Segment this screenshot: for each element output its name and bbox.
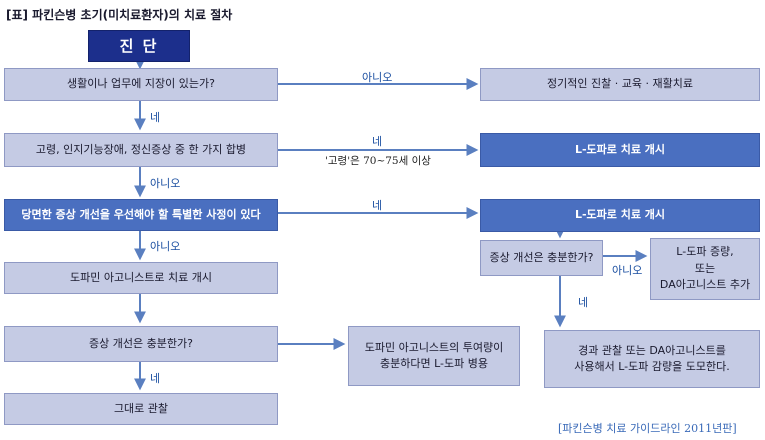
result-box-ldopa-reduction: 경과 관찰 또는 DA아고니스트를 사용해서 L-도파 감량을 도모한다.	[544, 330, 760, 388]
result-box-agonist-dose: 도파민 아고니스트의 투여량이 충분하다면 L-도파 병용	[348, 326, 520, 386]
result-box-ldopa-increase: L-도파 증량, 또는 DA아고니스트 추가	[650, 238, 760, 300]
label-no-1: 아니오	[362, 71, 393, 84]
question-box-interference: 생활이나 업무에 지장이 있는가?	[4, 68, 278, 101]
ldopa-reduction-line1: 경과 관찰 또는 DA아고니스트를	[578, 343, 726, 357]
label-yes-3: 네	[372, 199, 383, 212]
label-no-2: 아니오	[150, 177, 181, 190]
ldopa-increase-line1: L-도파 증량,	[676, 245, 734, 259]
ldopa-reduction-line2: 사용해서 L-도파 감량을 도모한다.	[574, 360, 730, 373]
agonist-dose-line2: 충분하다면 L-도파 병용	[380, 357, 488, 370]
note-elderly-age: '고령'은 70~75세 이상	[325, 155, 431, 167]
result-box-ldopa-start-2: L-도파로 치료 개시	[480, 199, 760, 232]
label-yes-4: 네	[150, 372, 161, 385]
question-box-comorbidity: 고령, 인지기능장애, 정신증상 중 한 가지 합병	[4, 133, 278, 167]
step-box-dopamine-agonist: 도파민 아고니스트로 치료 개시	[4, 262, 278, 294]
label-no-3: 아니오	[150, 240, 181, 253]
label-yes-1: 네	[150, 111, 161, 124]
end-box-observe: 그대로 관찰	[4, 393, 278, 425]
label-yes-5: 네	[578, 296, 589, 309]
label-no-4: 아니오	[612, 264, 643, 277]
question-box-improvement-1: 증상 개선은 충분한가?	[4, 326, 278, 362]
ldopa-increase-line2: 또는	[694, 261, 716, 275]
page-title: [표] 파킨슨병 초기(미치료환자)의 치료 절차	[6, 8, 233, 22]
ldopa-increase-line3: DA아고니스트 추가	[659, 278, 751, 292]
result-box-ldopa-start-1: L-도파로 치료 개시	[480, 133, 760, 167]
label-yes-2: 네	[372, 135, 383, 148]
result-box-regular-care: 정기적인 진찰 · 교육 · 재활치료	[480, 68, 760, 101]
diagnosis-box: 진 단	[88, 30, 190, 62]
question-box-special-circumstance: 당면한 증상 개선을 우선해야 할 특별한 사정이 있다	[4, 199, 278, 231]
question-box-improvement-2: 증상 개선은 충분한가?	[480, 240, 603, 276]
source-citation: [파킨슨병 치료 가이드라인 2011년판]	[558, 422, 737, 435]
agonist-dose-line1: 도파민 아고니스트의 투여량이	[364, 340, 504, 354]
